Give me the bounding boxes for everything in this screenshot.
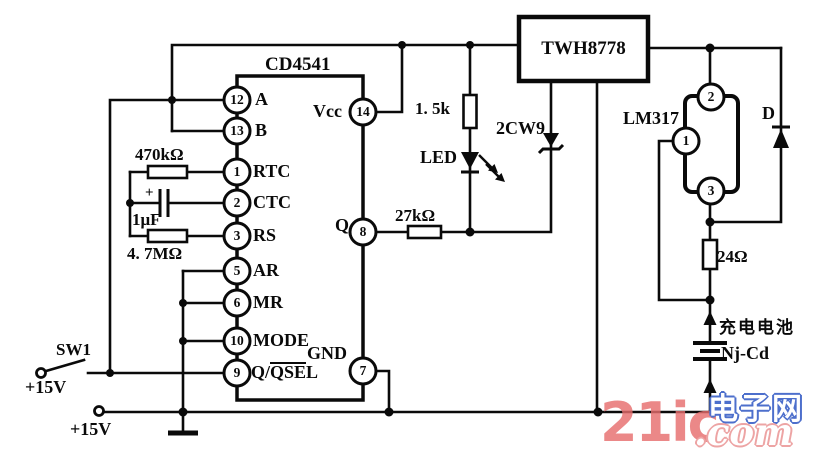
switch-lever	[44, 358, 86, 373]
pin-num-8: 8	[359, 224, 367, 239]
lm317-pin-circle-1	[671, 126, 701, 156]
pin-circle-12	[222, 85, 252, 115]
wire-adj-feedback	[657, 139, 712, 302]
pin-label-ctc: CTC	[253, 192, 292, 212]
twh8778-box	[516, 14, 651, 84]
label-sw1: SW1	[56, 340, 91, 359]
lm317-pin-1: 1	[682, 133, 690, 148]
pin-circle-6	[222, 288, 252, 318]
pin-label-q-qsel: Q/QSEL	[251, 362, 318, 382]
wire-vcc-feed	[374, 43, 404, 114]
resistor-4m7	[146, 228, 189, 244]
pin-num-6: 6	[233, 295, 241, 310]
label-led: LED	[420, 147, 458, 167]
twh8778-label: TWH8778	[541, 38, 626, 59]
zener-icon	[543, 133, 559, 147]
pin-num-7: 7	[359, 363, 367, 378]
terminal-15v-switch	[35, 367, 47, 379]
label-1uf: 1μF	[132, 210, 161, 229]
components	[35, 93, 790, 436]
wire-zener-branch	[468, 79, 553, 234]
terminal-15v-rail	[93, 405, 105, 417]
pin-num-1: 1	[233, 164, 241, 179]
pin-num-10: 10	[230, 333, 244, 348]
pin9-prefix: Q/	[251, 362, 271, 382]
pin-circle-5	[222, 256, 252, 286]
pin-label-ar: AR	[253, 260, 279, 280]
pin-circle-10	[222, 326, 252, 356]
cd4541-title: CD4541	[265, 54, 331, 75]
label-4m7: 4. 7MΩ	[127, 244, 183, 263]
label-2cw9: 2CW9	[496, 118, 545, 138]
diode-icon	[773, 129, 789, 148]
pin-label-rtc: RTC	[253, 161, 291, 181]
pin-num-2: 2	[233, 195, 241, 210]
label-d: D	[762, 103, 775, 123]
pin-label-vcc: Vcc	[313, 101, 342, 121]
lm317-pin-circle-3	[696, 176, 726, 206]
pin-circle-2	[222, 188, 252, 218]
pin9-overline: QSE	[270, 362, 307, 382]
label-15v-bottom: +15V	[70, 419, 112, 439]
label-battery-cn: 充电电池	[719, 318, 795, 337]
label-1k5: 1. 5k	[415, 99, 450, 118]
twh8778-title: TWH8778	[519, 17, 648, 81]
lm317-title: LM317	[623, 108, 679, 128]
pin-circles	[222, 82, 726, 388]
pin-num-9: 9	[233, 365, 241, 380]
pin-label-gnd: GND	[307, 343, 347, 363]
label-15v-top: +15V	[25, 377, 67, 397]
resistor-27k	[406, 224, 443, 240]
label-battery-type: Nj-Cd	[721, 343, 769, 363]
led-ray-2	[485, 163, 500, 178]
current-arrow-up-1	[703, 311, 717, 325]
led-ray-1-head	[488, 164, 498, 173]
label-24: 24Ω	[717, 247, 748, 266]
pin9-suffix: L	[306, 362, 319, 382]
led-ray-2-head	[495, 173, 505, 182]
pin-label-mr: MR	[253, 292, 283, 312]
watermark-tld: .com	[694, 410, 794, 453]
pin-num-12: 12	[230, 92, 244, 107]
pin-num-5: 5	[233, 263, 241, 278]
pin-num-3: 3	[233, 228, 241, 243]
pin-num-13: 13	[230, 123, 244, 138]
lm317-pin-3: 3	[707, 183, 715, 198]
label-27k: 27kΩ	[395, 206, 436, 225]
resistor-470k	[146, 164, 189, 180]
led-icon	[461, 152, 479, 169]
zener-bar	[537, 143, 565, 155]
pin-label-a: A	[255, 89, 268, 109]
junction-dots	[106, 41, 715, 417]
pin-num-14: 14	[356, 104, 370, 119]
pin-circle-13	[222, 116, 252, 146]
pin-circle-1	[222, 157, 252, 187]
pin-label-q: Q	[335, 215, 350, 235]
wire-pin7	[374, 369, 391, 414]
pin-label-rs: RS	[253, 225, 277, 245]
pin-circle-8	[348, 217, 378, 247]
wire-pin-a	[108, 98, 226, 375]
pin-circle-3	[222, 221, 252, 251]
pin-label-b: B	[255, 120, 268, 140]
pin-circle-14	[348, 97, 378, 127]
wire-diode-branch	[708, 46, 783, 224]
pin-label-mode: MODE	[253, 330, 309, 350]
resistor-1k5	[462, 93, 478, 130]
watermark-site-cn: 电子网	[708, 392, 804, 427]
lm317-pin-circle-2	[696, 82, 726, 112]
label-470k: 470kΩ	[135, 145, 184, 164]
pin-circle-7	[348, 356, 378, 386]
lm317-pin-2: 2	[707, 89, 715, 104]
resistor-24	[701, 238, 719, 271]
watermark-21ic: 21ic	[600, 391, 720, 453]
led-ray-1	[478, 154, 493, 169]
pin-circle-9	[222, 358, 252, 388]
capacitor-plus: +	[145, 185, 154, 201]
current-arrow-up-2	[703, 379, 717, 393]
